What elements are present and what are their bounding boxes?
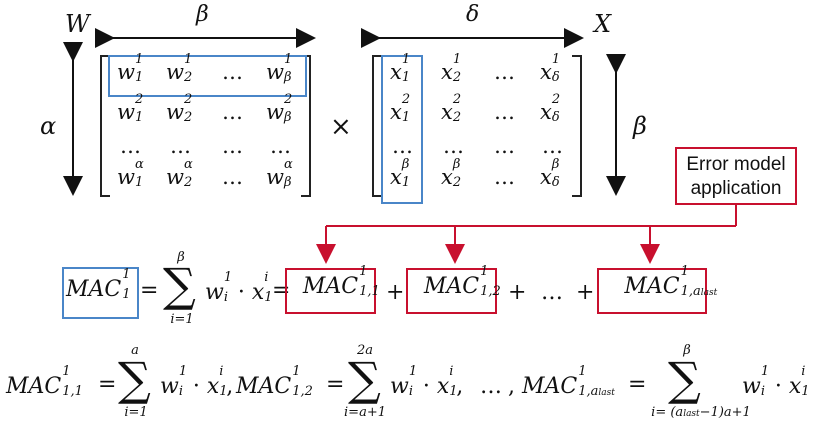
decomp-equals-2: = [326,372,345,397]
error-model-line2: application [690,178,782,199]
x-cell: … [392,134,413,158]
x-cell: … [443,134,464,158]
w-left-bracket [100,55,110,197]
mac-equals: = [140,278,159,303]
w-cell: … [120,134,141,158]
x-col1-highlight [381,55,423,204]
sum-symbol: ∑ [163,258,196,312]
w-cell: … [222,134,243,158]
x-cell: … [494,60,515,84]
mac-lhs-box [62,267,139,319]
plus-2: + [508,280,527,305]
decomp-sum2: ∑ [348,352,381,406]
error-model-line1: Error model [686,154,786,175]
decomp-sum3: ∑ [668,352,701,406]
decomp-comma: , [508,374,515,399]
times-sign: × [330,112,352,142]
w-row1-highlight [108,55,307,97]
delta-top-label: δ [466,2,480,27]
beta-side-label: β [633,112,647,140]
beta-top-label: β [196,2,209,27]
w-cell: … [222,100,243,124]
x-left-bracket [372,55,382,197]
x-cell: … [542,134,563,158]
w-cell: … [222,60,243,84]
decomp-sum1: ∑ [118,352,151,406]
decomp-equals-1: = [98,372,117,397]
w-matrix-label: W [65,10,90,38]
decomp-sum3-top: β [683,343,691,358]
mac-dots: … [541,280,563,305]
w-cell: … [270,134,291,158]
decomp-sum2-bottom: i=a+1 [344,405,386,420]
x-right-bracket [572,55,582,197]
w-cell: … [222,165,243,189]
error-model-box: Error model application [675,147,797,205]
sum-top-limit: β [177,250,185,265]
decomp-ellipsis: … [480,374,502,399]
decomp-sum3-bottom: i= (alast−1)a+1 [651,405,751,420]
x-cell: … [494,134,515,158]
x-cell: … [494,100,515,124]
x-matrix-label: X [594,10,612,38]
sum-bottom-limit: i=1 [170,312,194,327]
plus-3: + [576,280,595,305]
decomp-sum1-top: a [131,343,139,358]
decomp-sum2-top: 2a [356,343,374,358]
decomp-equals-3: = [628,372,647,397]
decomp-sum1-bottom: i=1 [124,405,148,420]
x-cell: … [494,165,515,189]
w-cell: … [170,134,191,158]
plus-1: + [386,280,405,305]
alpha-side-label: α [40,112,57,140]
